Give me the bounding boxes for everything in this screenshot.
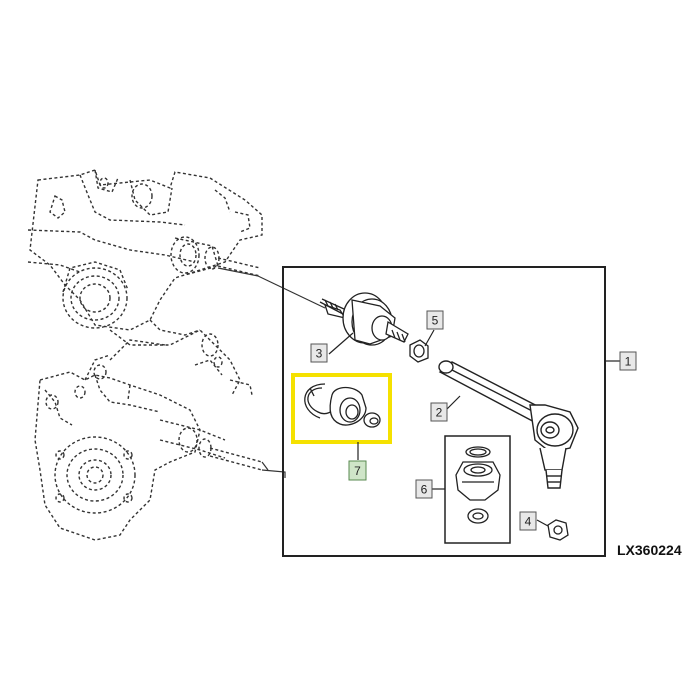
castle-nut: [547, 519, 569, 541]
callout-3[interactable]: 3: [310, 343, 328, 363]
jam-nut: [409, 339, 429, 363]
drawing-number: LX360224: [617, 542, 682, 558]
detail-frame: [282, 266, 606, 557]
svg-text:2: 2: [436, 406, 443, 420]
outer-tie-rod: [438, 360, 579, 489]
callout-1[interactable]: 1: [619, 351, 637, 371]
inner-tie-rod: [319, 292, 409, 346]
axle-housing-outline: [27, 169, 263, 541]
callout-2[interactable]: 2: [430, 402, 448, 422]
housing-leader-lines: [217, 267, 326, 478]
svg-text:5: 5: [432, 314, 439, 328]
callout-6[interactable]: 6: [415, 479, 433, 499]
callout-leader-lines: [328, 329, 620, 527]
svg-text:7: 7: [354, 464, 361, 478]
callout-7[interactable]: 7: [348, 460, 367, 481]
svg-text:4: 4: [525, 515, 532, 529]
svg-text:1: 1: [625, 355, 632, 369]
callout-4[interactable]: 4: [519, 511, 537, 531]
kit-7-parts: [304, 383, 381, 428]
svg-text:6: 6: [421, 483, 428, 497]
callout-5[interactable]: 5: [426, 310, 444, 330]
kit-7-highlight: [291, 373, 392, 444]
kit-6-parts: [455, 446, 501, 524]
svg-text:3: 3: [316, 347, 323, 361]
